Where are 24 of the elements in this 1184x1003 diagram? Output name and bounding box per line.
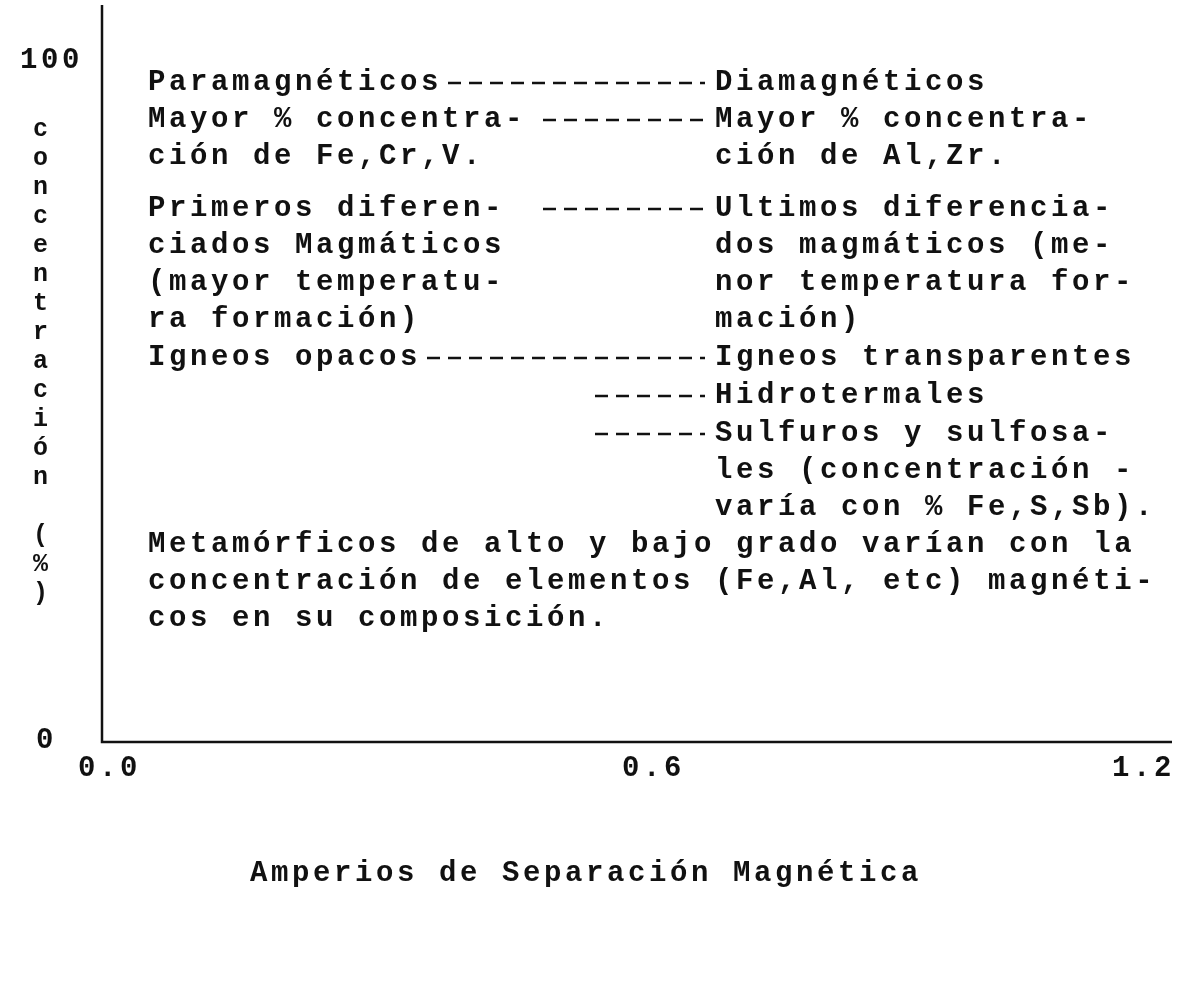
dashed-line: [448, 81, 705, 85]
dashed-line: [543, 207, 705, 211]
mineral-group-text: Mayor % concentra- ción de Fe,Cr,V.: [148, 101, 537, 175]
mineral-group-text: Paramagnéticos: [148, 64, 443, 101]
mineral-group-text: Mayor % concentra- ción de Al,Zr.: [705, 101, 1167, 175]
axis-tick-label: 100: [20, 43, 83, 79]
axis-title: Amperios de Separación Magnética: [250, 856, 923, 892]
mineral-group-text: Primeros diferen- ciados Magmáticos (mayor temperatu- ra formación): [148, 190, 537, 338]
mineral-group-text: Sulfuros y sulfosa- les (concentración - varía con % Fe,S,Sb).: [705, 415, 1167, 526]
mineral-group-text: Igneos opacos: [148, 339, 422, 376]
mineral-group-text: Metamórficos de alto y bajo grado varían con la concentración de elementos (Fe,Al, etc) magnéti- cos en su composición.: [148, 526, 1167, 637]
mineral-group-text: Ultimos diferencia- dos magmáticos (me- nor temperatura for- mación): [705, 190, 1167, 338]
dashed-line: [427, 356, 705, 360]
axis-tick-label: 0.0: [78, 751, 141, 787]
mineral-group-text: Hidrotermales: [705, 377, 989, 414]
axis-tick-label: 0: [36, 723, 57, 759]
mineral-group-text: Diamagnéticos: [705, 64, 989, 101]
dashed-line: [543, 118, 705, 122]
axis-tick-label: 0.6: [622, 751, 685, 787]
axis-title: concentración (%): [26, 115, 55, 608]
axis-tick-label: 1.2: [1112, 751, 1175, 787]
dashed-line: [595, 394, 705, 398]
dashed-line: [595, 432, 705, 436]
mineral-group-text: Igneos transparentes: [705, 339, 1136, 376]
